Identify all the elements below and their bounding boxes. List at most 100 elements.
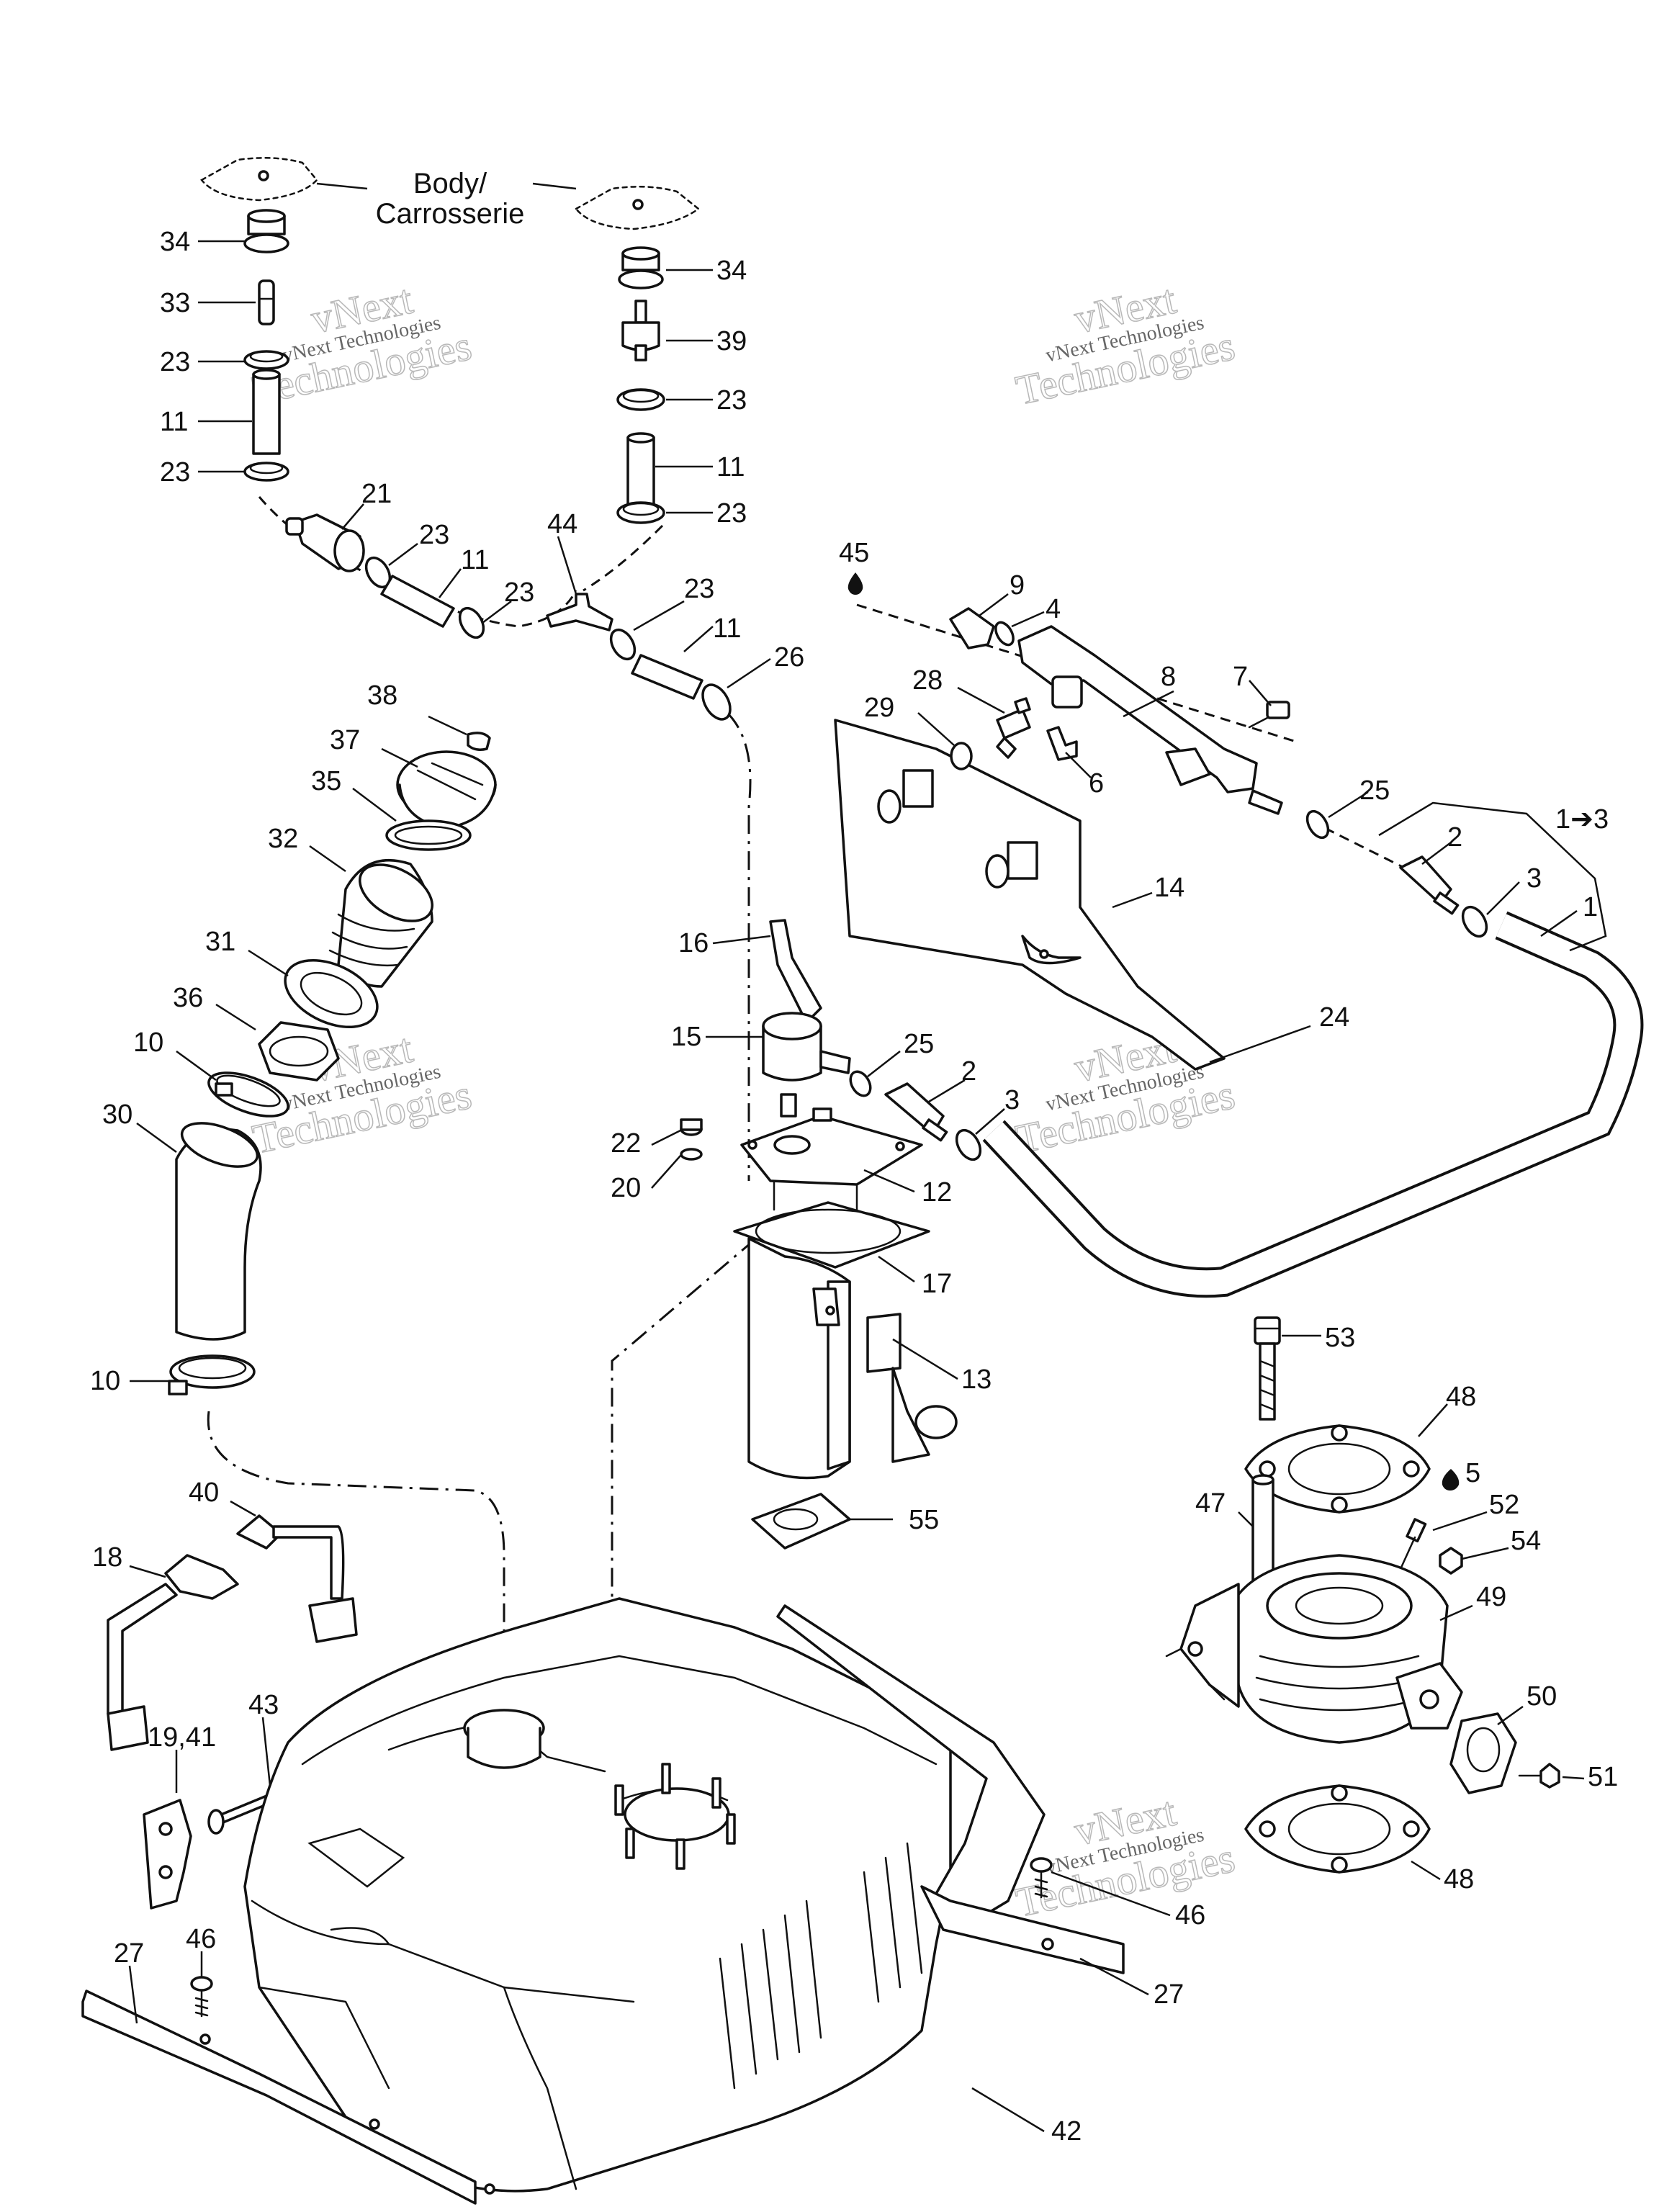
clamp-23-a [243, 350, 289, 370]
callout-3a: 3 [1527, 863, 1542, 894]
strap-18 [107, 1554, 239, 1751]
callout-53: 53 [1325, 1323, 1355, 1353]
callout-7: 7 [1233, 662, 1248, 692]
gasket-31 [284, 958, 379, 1029]
callout-10a: 10 [133, 1028, 163, 1058]
callout-46b: 46 [1175, 1900, 1205, 1930]
heat-shield-27-left [81, 1990, 495, 2205]
callout-23d: 23 [504, 577, 534, 608]
clamp-25-b [849, 1070, 872, 1097]
callout-24: 24 [1319, 1002, 1349, 1033]
callout-21: 21 [361, 479, 392, 509]
tee-fitting-44 [546, 593, 613, 631]
callout-23b: 23 [160, 457, 190, 487]
plug-9 [949, 607, 995, 649]
callout-4: 4 [1046, 594, 1061, 624]
callout-55: 55 [909, 1505, 939, 1535]
callout-12: 12 [922, 1177, 952, 1208]
fuel-rail-routing-line [1324, 827, 1412, 873]
filler-hose-30 [175, 1122, 262, 1341]
rivet-43 [207, 1791, 279, 1835]
callout-1to3: 1➔3 [1555, 804, 1609, 835]
clamp-10-b [168, 1354, 256, 1395]
clamp-23-b [243, 462, 289, 482]
screw-46-right [1030, 1857, 1053, 1899]
vent-routing-line [583, 524, 664, 592]
callout-11d: 11 [713, 613, 741, 644]
body-mount-right [575, 186, 701, 230]
clamp-26 [701, 683, 732, 721]
pump-gasket-17 [733, 1201, 930, 1269]
fuel-rail-8 [1017, 625, 1283, 815]
callout-25a: 25 [1359, 775, 1390, 806]
fuel-line-1 [982, 911, 1644, 1298]
hose-11-d [631, 654, 703, 700]
primer-drop-45 [848, 572, 863, 595]
plug-38 [467, 732, 491, 751]
body-label-en: Body/ [413, 168, 487, 199]
panel-24 [834, 719, 1226, 1071]
clamp-25-a [1305, 809, 1330, 840]
callout-labels: 34 33 23 11 23 21 23 11 23 44 34 39 23 1… [90, 227, 1618, 2146]
callout-40: 40 [189, 1478, 219, 1508]
filler-routing-line [207, 1411, 505, 1750]
o-ring-29 [950, 742, 973, 770]
nut-54 [1439, 1547, 1463, 1575]
primer-drop-5 [1442, 1469, 1460, 1491]
hose-11-b [380, 575, 455, 628]
callout-48b: 48 [1444, 1864, 1474, 1894]
screw-51 [1518, 1763, 1560, 1789]
sensor-50 [1449, 1712, 1517, 1794]
callout-16: 16 [678, 928, 709, 958]
callout-23e: 23 [716, 385, 747, 415]
clamp-23-f [616, 501, 665, 524]
vent-tube-33 [258, 279, 275, 325]
body-mount-left [200, 157, 318, 202]
callout-34b: 34 [716, 256, 747, 286]
gasket-48-top [1244, 1424, 1431, 1514]
callout-19-41: 19,41 [148, 1722, 216, 1753]
callout-23f: 23 [716, 498, 747, 529]
callout-10b: 10 [90, 1366, 120, 1396]
callout-22: 22 [611, 1128, 641, 1159]
screw-52 [1395, 1518, 1427, 1578]
connector-2-a [1399, 855, 1460, 915]
callout-25b: 25 [904, 1029, 934, 1059]
callout-43: 43 [248, 1690, 279, 1720]
vent-valve-39 [621, 300, 660, 361]
callout-20: 20 [611, 1173, 641, 1203]
callout-5: 5 [1465, 1458, 1480, 1488]
callout-23a: 23 [160, 347, 190, 377]
callout-38: 38 [367, 680, 397, 711]
callout-39: 39 [716, 326, 747, 356]
callout-23c: 23 [419, 520, 449, 550]
callout-13: 13 [961, 1364, 992, 1395]
hose-11-a [252, 369, 281, 455]
callout-34a: 34 [160, 227, 190, 257]
callout-42: 42 [1051, 2116, 1082, 2146]
clamp-3-b [955, 1128, 982, 1161]
clamp-23-d [458, 606, 485, 639]
washer-20 [680, 1148, 703, 1161]
callout-27b: 27 [1154, 1979, 1184, 2010]
fitting-28 [996, 697, 1031, 759]
callout-31: 31 [205, 927, 235, 957]
callout-44: 44 [547, 509, 577, 539]
callout-36: 36 [173, 983, 203, 1013]
callout-49: 49 [1476, 1582, 1506, 1612]
clamp-23-g [609, 628, 637, 661]
callout-26: 26 [774, 642, 804, 673]
callout-45: 45 [839, 538, 869, 568]
grommet-34-right [618, 246, 664, 289]
callout-17: 17 [922, 1269, 952, 1299]
callout-18: 18 [92, 1542, 122, 1573]
callout-8: 8 [1161, 662, 1176, 692]
callout-2a: 2 [1447, 822, 1462, 853]
leader-lines [128, 182, 1585, 2133]
pressure-regulator-15 [762, 1012, 851, 1082]
callout-27a: 27 [114, 1938, 144, 1969]
callout-46a: 46 [186, 1924, 216, 1954]
fuel-rail-routing-line [856, 603, 1297, 743]
callout-30: 30 [102, 1100, 132, 1130]
